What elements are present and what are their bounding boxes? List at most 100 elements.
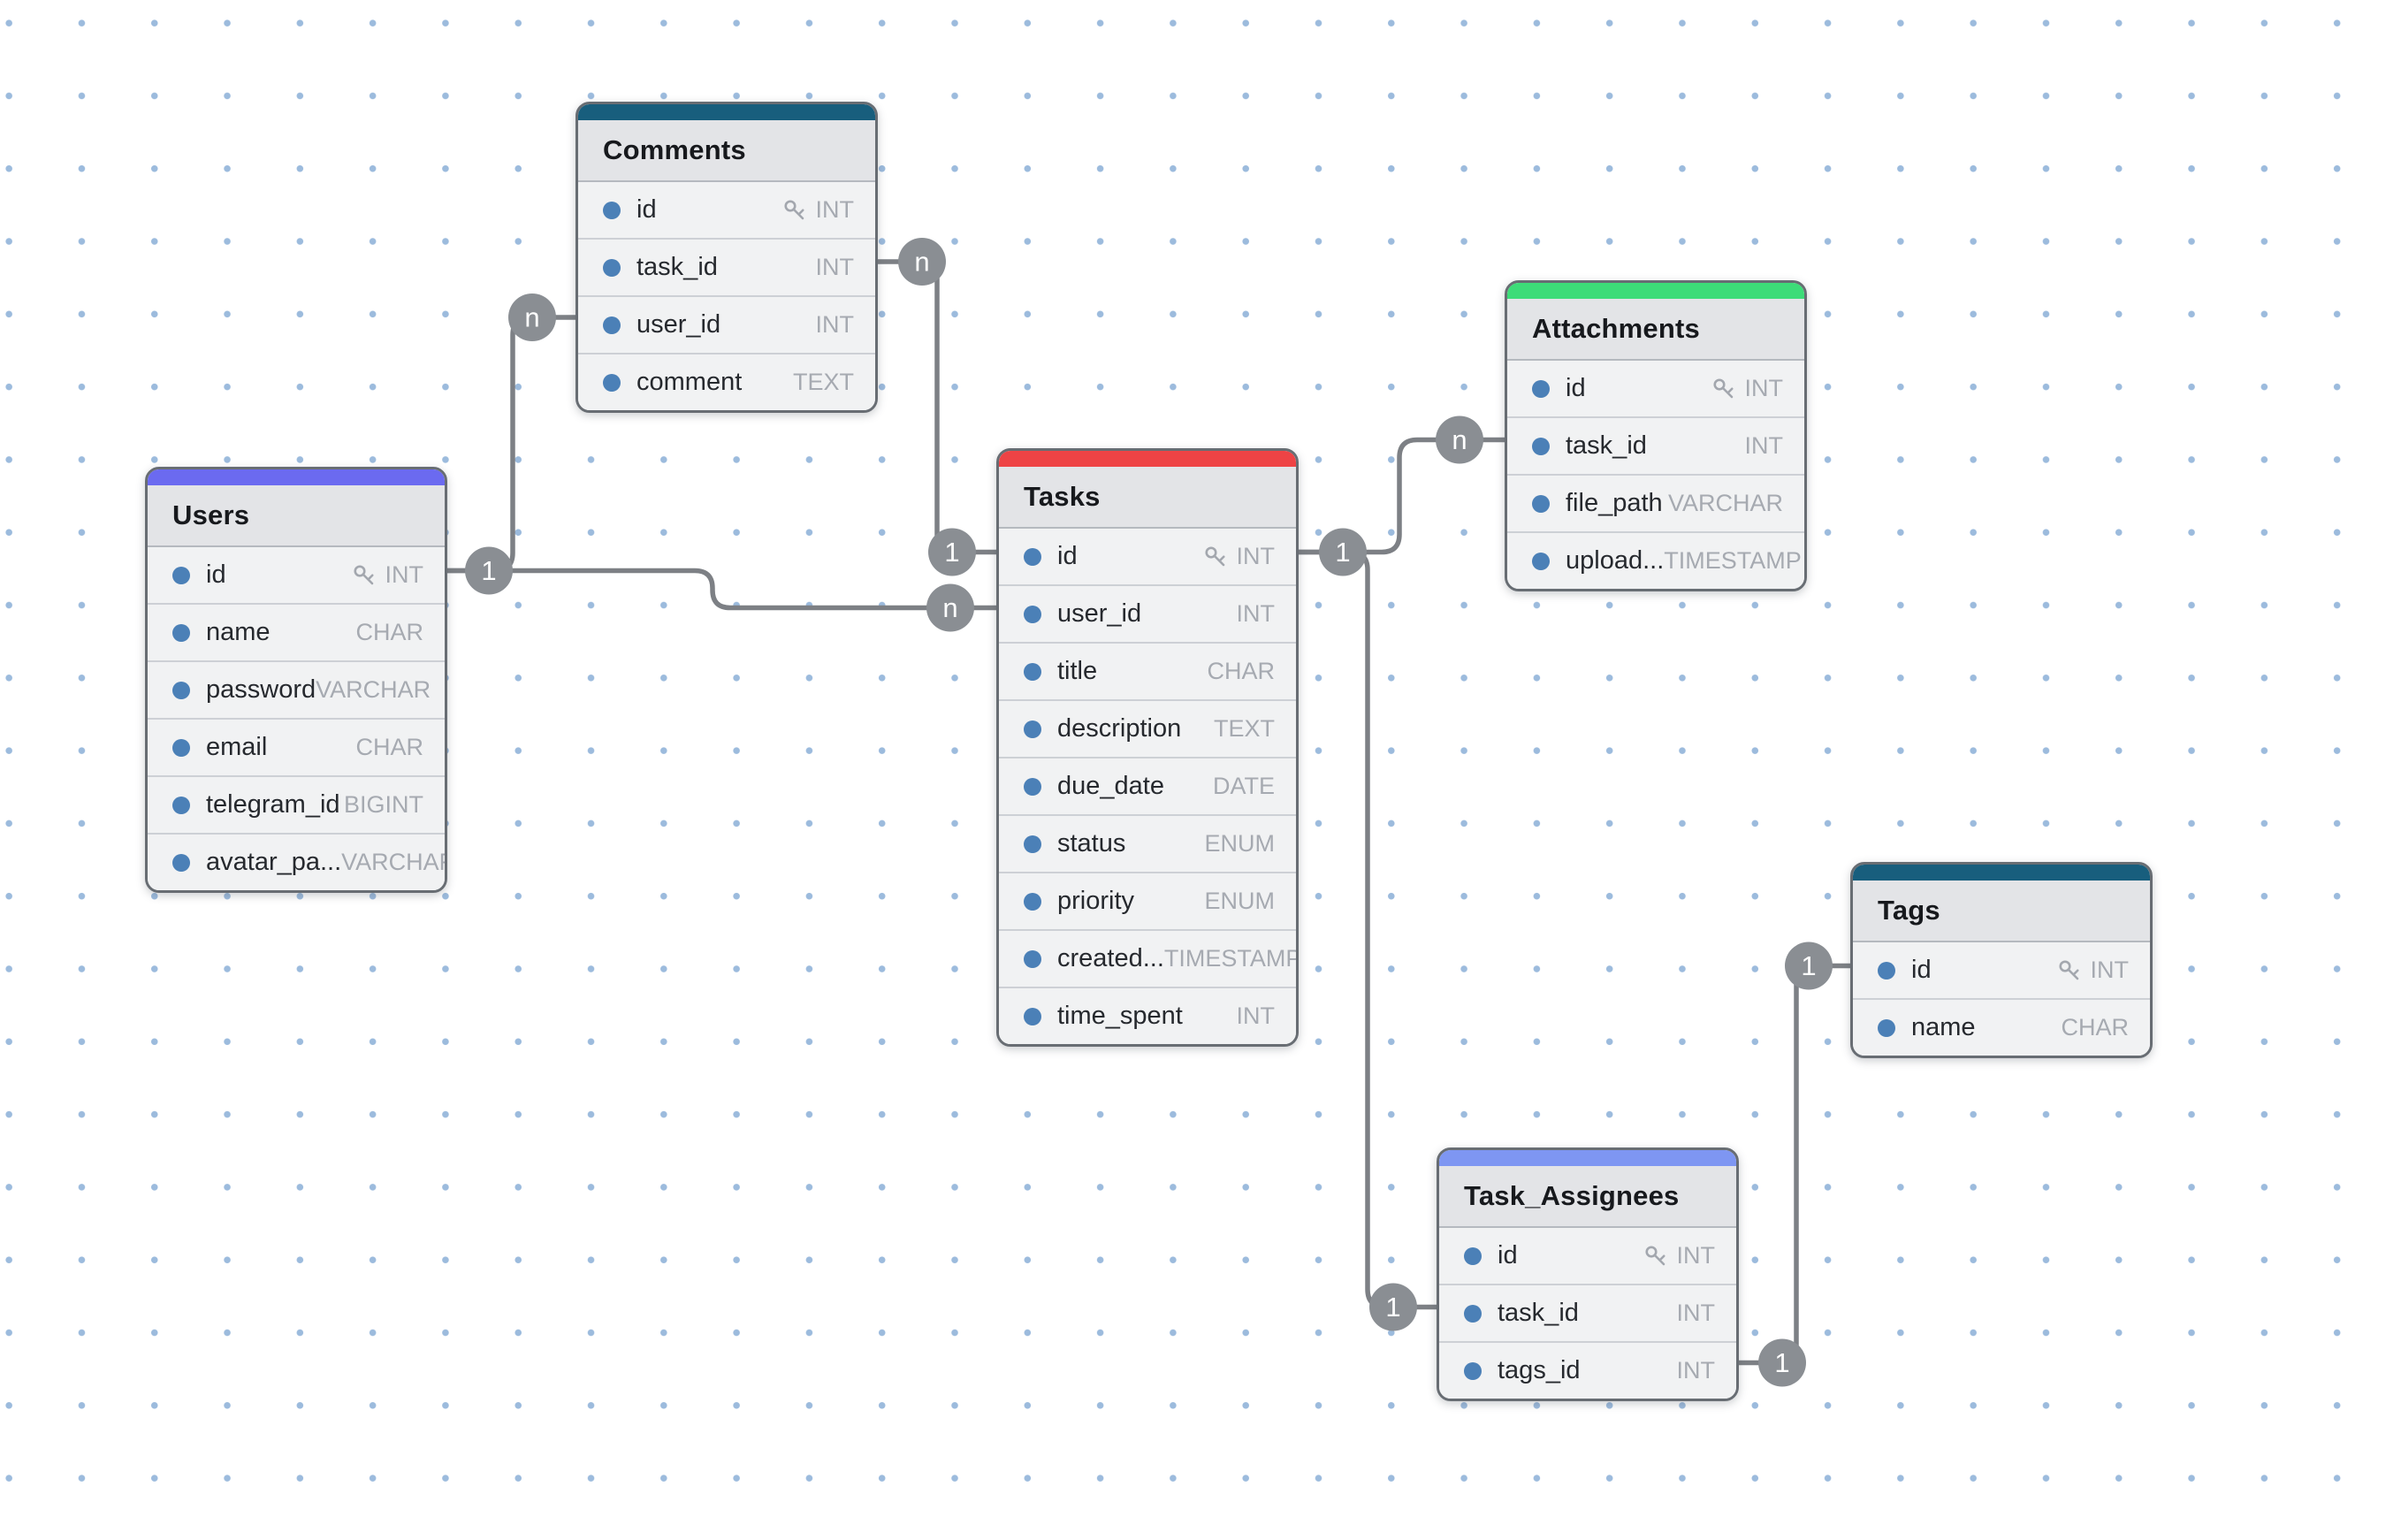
table-accent-bar bbox=[1853, 865, 2150, 881]
field-bullet-icon bbox=[1878, 1018, 1895, 1037]
table-header[interactable]: Tags bbox=[1853, 881, 2150, 941]
field-row[interactable]: task_id INT bbox=[1439, 1284, 1736, 1341]
field-row[interactable]: time_spent INT bbox=[999, 987, 1296, 1044]
table-header[interactable]: Task_Assignees bbox=[1439, 1166, 1736, 1226]
table-rows: id INT name CHAR password bbox=[148, 545, 445, 890]
field-row[interactable]: file_path VARCHAR bbox=[1507, 474, 1804, 531]
field-bullet-icon bbox=[172, 853, 190, 872]
field-row[interactable]: telegram_id BIGINT bbox=[148, 775, 445, 833]
field-row[interactable]: password VARCHAR bbox=[148, 660, 445, 718]
relationship-line[interactable] bbox=[1299, 549, 1437, 1310]
field-row[interactable]: avatar_pa... VARCHAR bbox=[148, 833, 445, 890]
field-type: VARCHAR bbox=[1667, 490, 1783, 516]
field-name: created... bbox=[1057, 944, 1164, 972]
field-row[interactable]: tags_id INT bbox=[1439, 1341, 1736, 1399]
field-type: VARCHAR bbox=[316, 676, 431, 703]
field-name: tags_id bbox=[1498, 1356, 1581, 1384]
field-type: VARCHAR bbox=[341, 849, 447, 875]
field-row[interactable]: name CHAR bbox=[1853, 998, 2150, 1056]
field-row[interactable]: title CHAR bbox=[999, 642, 1296, 699]
entity-table-task_assignees[interactable]: Task_Assignees id INT task_id INT tags_i… bbox=[1437, 1147, 1739, 1401]
field-name: status bbox=[1057, 829, 1126, 858]
field-row[interactable]: id INT bbox=[148, 547, 445, 603]
table-title: Attachments bbox=[1532, 313, 1700, 344]
field-bullet-icon bbox=[1532, 437, 1550, 455]
primary-key-icon bbox=[2058, 959, 2079, 980]
primary-key-icon bbox=[353, 564, 374, 584]
field-bullet-icon bbox=[1532, 379, 1550, 398]
entity-table-tasks[interactable]: Tasks id INT user_id INT title bbox=[996, 448, 1299, 1047]
field-name: priority bbox=[1057, 887, 1135, 915]
field-row[interactable]: description TEXT bbox=[999, 699, 1296, 757]
field-row[interactable]: user_id INT bbox=[999, 584, 1296, 642]
field-bullet-icon bbox=[1464, 1361, 1482, 1380]
field-bullet-icon bbox=[1024, 605, 1041, 623]
field-type: CHAR bbox=[1207, 658, 1275, 684]
field-name: task_id bbox=[636, 253, 718, 281]
field-name: id bbox=[1911, 956, 1932, 984]
field-row[interactable]: id INT bbox=[1507, 361, 1804, 416]
field-row[interactable]: task_id INT bbox=[1507, 416, 1804, 474]
table-rows: id INT task_id INT tags_id bbox=[1439, 1226, 1736, 1399]
field-row[interactable]: comment TEXT bbox=[578, 353, 875, 410]
field-name: comment bbox=[636, 368, 743, 396]
field-bullet-icon bbox=[1024, 720, 1041, 738]
field-row[interactable]: due_date DATE bbox=[999, 757, 1296, 814]
table-accent-bar bbox=[999, 451, 1296, 467]
entity-table-attachments[interactable]: Attachments id INT task_id INT file_path bbox=[1505, 280, 1807, 591]
field-row[interactable]: priority ENUM bbox=[999, 872, 1296, 929]
field-type: CHAR bbox=[355, 734, 423, 760]
field-type: TEXT bbox=[1213, 715, 1275, 742]
field-type: TIMESTAMP bbox=[1163, 945, 1299, 972]
relationship-line[interactable] bbox=[447, 568, 996, 611]
field-name: email bbox=[206, 733, 268, 761]
table-accent-bar bbox=[578, 104, 875, 120]
field-row[interactable]: created... TIMESTAMP bbox=[999, 929, 1296, 987]
field-name: due_date bbox=[1057, 772, 1164, 800]
primary-key-icon bbox=[1712, 377, 1734, 398]
entity-table-tags[interactable]: Tags id INT name CHAR bbox=[1850, 862, 2153, 1058]
field-bullet-icon bbox=[172, 796, 190, 814]
field-row[interactable]: status ENUM bbox=[999, 814, 1296, 872]
relationship-line[interactable] bbox=[878, 259, 996, 555]
relationship-line[interactable] bbox=[1299, 437, 1505, 555]
field-bullet-icon bbox=[603, 316, 621, 334]
field-type: INT bbox=[2090, 957, 2130, 983]
field-row[interactable]: user_id INT bbox=[578, 295, 875, 353]
relationship-line[interactable] bbox=[1739, 963, 1850, 1366]
field-row[interactable]: upload... TIMESTAMP bbox=[1507, 531, 1804, 589]
field-type: CHAR bbox=[355, 619, 423, 645]
table-header[interactable]: Comments bbox=[578, 120, 875, 180]
field-bullet-icon bbox=[172, 623, 190, 642]
field-type: TEXT bbox=[792, 369, 854, 395]
field-name: title bbox=[1057, 657, 1098, 685]
table-header[interactable]: Attachments bbox=[1507, 299, 1804, 359]
field-bullet-icon bbox=[172, 681, 190, 699]
entity-table-comments[interactable]: Comments id INT task_id INT user_id bbox=[575, 102, 878, 413]
table-title: Users bbox=[172, 499, 250, 530]
field-bullet-icon bbox=[1464, 1304, 1482, 1323]
field-type: TIMESTAMP bbox=[1664, 547, 1802, 574]
field-row[interactable]: id INT bbox=[1439, 1228, 1736, 1284]
table-header[interactable]: Tasks bbox=[999, 467, 1296, 527]
field-name: id bbox=[1498, 1241, 1518, 1269]
field-row[interactable]: id INT bbox=[999, 529, 1296, 584]
field-type: BIGINT bbox=[343, 791, 423, 818]
entity-table-users[interactable]: Users id INT name CHAR password bbox=[145, 467, 447, 893]
field-bullet-icon bbox=[603, 258, 621, 277]
field-row[interactable]: id INT bbox=[578, 182, 875, 238]
primary-key-icon bbox=[1644, 1245, 1665, 1265]
field-row[interactable]: id INT bbox=[1853, 942, 2150, 998]
table-header[interactable]: Users bbox=[148, 485, 445, 545]
field-name: file_path bbox=[1566, 489, 1663, 517]
field-row[interactable]: email CHAR bbox=[148, 718, 445, 775]
primary-key-icon bbox=[783, 199, 804, 219]
relationship-line[interactable] bbox=[447, 315, 575, 574]
field-row[interactable]: name CHAR bbox=[148, 603, 445, 660]
primary-key-icon bbox=[1204, 545, 1225, 566]
field-type: INT bbox=[1236, 1003, 1276, 1029]
field-type: INT bbox=[1236, 600, 1276, 627]
field-name: avatar_pa... bbox=[206, 848, 342, 876]
field-row[interactable]: task_id INT bbox=[578, 238, 875, 295]
